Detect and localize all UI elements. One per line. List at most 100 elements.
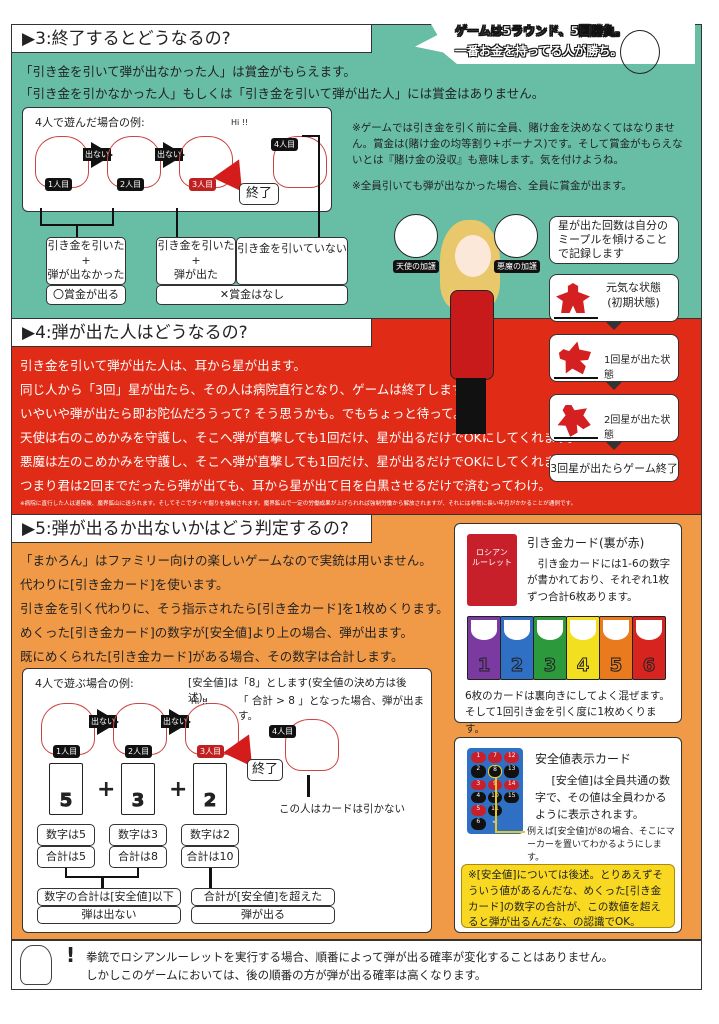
safety-slot: 7 (487, 752, 503, 763)
section-5-panel: ▶5:弾が出るか出ないかはどう判定するの? 「まかろん」はファミリー向けの楽しい… (11, 515, 702, 940)
section-4-line-1: 引き金を引いて弾が出た人は、耳から星が出ます。 (20, 358, 306, 373)
section-3-panel: ▶3:終了するとどうなるの? 「引き金を引いて弾が出なかった人」は賞金がもらえま… (11, 24, 702, 319)
no-draw-label: この人はカードは引かない (279, 803, 405, 815)
safety-slot: 9 (487, 779, 503, 791)
card-top (197, 767, 223, 787)
meeple-tilted-icon (553, 337, 593, 379)
trigger-card-2: 2 (193, 763, 227, 815)
card-number: 2 (510, 655, 524, 677)
section-4-title: ▶4:弾が出た人はどうなるの? (12, 319, 372, 347)
card-number: 3 (131, 790, 145, 812)
example-title: 4人で遊んだ場合の例: (35, 116, 145, 129)
footer-note: ! 拳銃でロシアンルーレットを実行する場合、順番によって弾が出る確率が変化するこ… (11, 940, 702, 990)
angel-icon (394, 214, 438, 258)
card-top (570, 620, 596, 640)
digit-cell-3: 数字は2 (181, 824, 239, 846)
over-condition: 合計が[安全値]を超えた (191, 888, 335, 906)
meeple-tilted-icon (551, 397, 595, 440)
note-bet: ※ゲームでは引き金を引く前に全員、賭け金を決めなくてはなりません。賞金は(賭け金… (352, 122, 683, 166)
safety-card-desc: [安全値]は全員共通の数字で、その値は全員わかるように表示されます。 (535, 774, 671, 822)
trigger-card-3: 3 (121, 763, 155, 815)
hi-text: Hi !! (191, 697, 209, 706)
player-tag-4: 4人目 (271, 138, 299, 151)
connector-line (318, 135, 320, 238)
state-text-2-stars: 2回星が出た状態 (604, 415, 671, 441)
safety-slot: 14 (504, 779, 519, 791)
card-top (471, 620, 497, 640)
connector-line (302, 135, 320, 137)
digit-cell-2: 数字は3 (109, 824, 167, 846)
trigger-card-6: 6 (632, 616, 666, 680)
result-shot: 引き金を引いた + 弾が出た (156, 237, 236, 285)
card-top (125, 767, 151, 787)
rule-safe-value: [安全値]は「8」とします(安全値の決め方は後述)。 (188, 677, 407, 704)
plus-icon: + (169, 777, 188, 802)
safety-slot: 12 (504, 752, 519, 763)
safety-slot: 10 (487, 792, 503, 804)
card-number: 3 (543, 655, 557, 677)
trigger-card-title: 引き金カード(裏が赤) (527, 536, 645, 550)
card-number: 6 (642, 655, 656, 677)
under-result: 弾は出ない (37, 906, 181, 924)
trigger-card-footer: 6枚のカードは裏向きにしてよく混ぜます。そして1回引き金を引く度に1枚めくります… (465, 690, 670, 735)
arrow-label: 出ない (155, 148, 183, 161)
state-text-game-over: 3回星が出たらゲーム終了 (550, 462, 678, 475)
arrow-down-icon (606, 382, 622, 390)
character-illustration (620, 30, 660, 74)
state-card-healthy: 元気な状態 (初期状態) (549, 274, 679, 322)
section-3-line-2: 「引き金を引かなかった人」もしくは「引き金を引いて弾が出た人」には賞金はありませ… (20, 86, 545, 101)
result-prize-yes: 〇賞金が出る (46, 285, 126, 305)
example-box-3: 4人で遊んだ場合の例: 出ない 出ない Hi !! 1人目 2人目 3人目 4人… (22, 107, 332, 212)
section-4-line-4: 天使は右のこめかみを守護し、そこへ弾が直撃しても1回だけ、星が出るだけでOKにし… (20, 430, 580, 445)
player-tag-2: 2人目 (117, 178, 145, 191)
example-title: 4人で遊ぶ場合の例: (35, 677, 134, 690)
bubble-line-2: 一番お金を持ってる人が勝ち。 (455, 44, 623, 58)
pointer-icon: < (492, 818, 498, 827)
digit-cell-1: 数字は5 (37, 824, 95, 846)
meeple-upright-icon (556, 283, 590, 313)
plus-icon: + (97, 777, 116, 802)
character-legs (456, 378, 486, 434)
connector-line (176, 208, 178, 238)
section-5-line-3: 引き金を引く代わりに、そう指示されたら[引き金カード]を1枚めくります。 (20, 601, 449, 616)
ground-line (554, 377, 598, 379)
safety-slot: 5 (471, 805, 486, 817)
safety-card-image: 1 7 12 2 8 13 3 9 14 4 10 15 5 11 6 < (467, 748, 523, 834)
player-tag-4: 4人目 (269, 725, 297, 738)
section-4-line-6: つまり君は2回までだったら弾が出ても、耳から星が出て目を白黒させるだけで済むって… (20, 478, 551, 493)
safety-slot: 15 (504, 792, 519, 804)
safety-slot: 1 (471, 752, 486, 763)
result-no-shot: 引き金を引いた + 弾が出なかった (46, 237, 126, 285)
card-number: 2 (203, 790, 217, 812)
section-5-line-2: 代わりに[引き金カード]を使います。 (20, 577, 229, 592)
connector-line (101, 878, 104, 888)
safety-card-title: 安全値表示カード (535, 752, 632, 766)
section-5-line-5: 既にめくられた[引き金カード]がある場合、その数字は合計します。 (20, 649, 404, 664)
player-tag-1: 1人目 (45, 178, 73, 191)
rule-total: 「 合計 > 8 」となった場合、弾が出ます。 (238, 695, 425, 722)
safety-card-info: 1 7 12 2 8 13 3 9 14 4 10 15 5 11 6 < 安全… (454, 737, 682, 933)
card-top (603, 620, 629, 640)
example-box-5: 4人で遊ぶ場合の例: [安全値]は「8」とします(安全値の決め方は後述)。 「 … (22, 668, 432, 933)
trigger-card-row: 1 2 3 4 5 6 (467, 616, 667, 680)
arrow-down-icon (606, 322, 622, 330)
character-body (450, 290, 494, 380)
player-tag-3: 3人目 (189, 178, 217, 191)
connector-line (307, 775, 310, 797)
result-prize-no: ✕賞金はなし (156, 285, 348, 305)
card-top (504, 620, 530, 640)
angel-label: 天使の加護 (393, 260, 439, 273)
trigger-card-5: 5 (49, 763, 83, 815)
meeple-speech-text: 星が出た回数は自分のミープルを傾けることで記録します (558, 219, 668, 260)
note-all-safe: ※全員引いても弾が出なかった場合、全員に賞金が出ます。 (352, 180, 632, 192)
trigger-card-info: ロシアン ルーレット 引き金カード(裏が赤) 引き金カードには1-6の数字が書か… (454, 523, 682, 735)
arrow-label: 出ない (161, 715, 189, 728)
safety-note: ※[安全値]については後述。とりあえずそういう値があるんだな、めくった[引き金カ… (461, 864, 675, 928)
card-top (53, 767, 79, 787)
result-not-pulled: 引き金を引いていない (236, 237, 348, 285)
safety-slot: 4 (471, 792, 486, 804)
player-figure-4 (273, 136, 327, 188)
arrow-label: 出ない (83, 148, 111, 161)
arrow-label: 出ない (89, 715, 117, 728)
trigger-card-4: 4 (566, 616, 600, 680)
